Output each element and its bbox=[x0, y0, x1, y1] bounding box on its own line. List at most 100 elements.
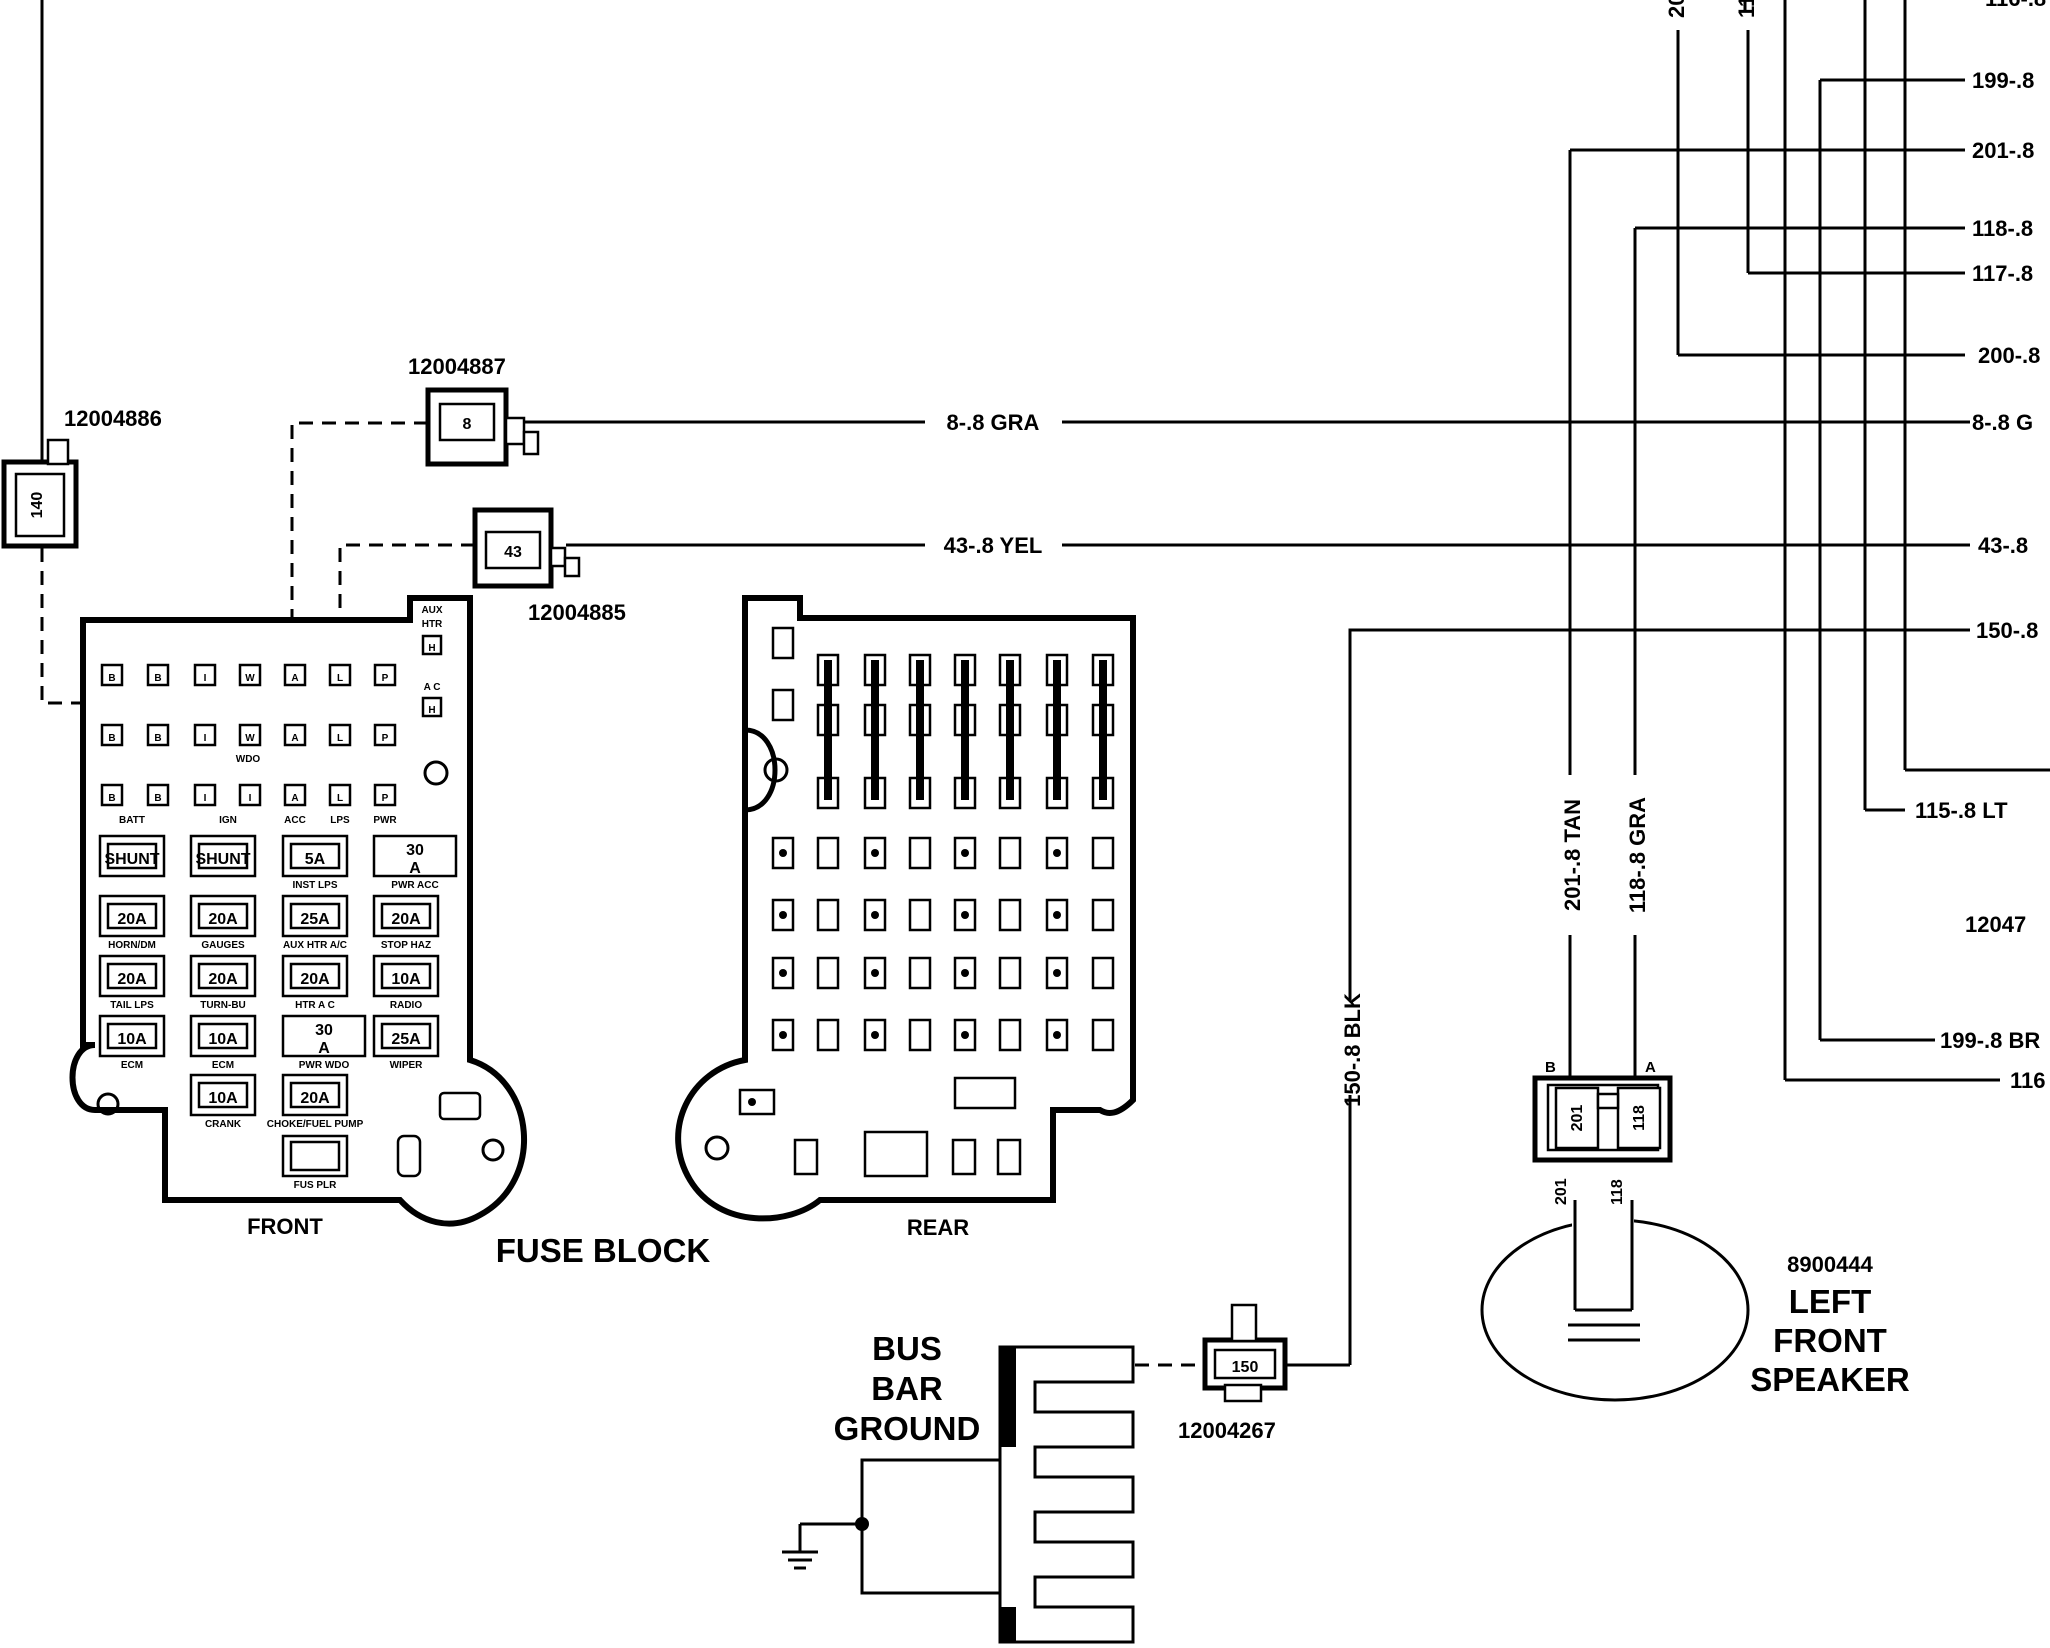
wire-150-horizontal bbox=[1348, 628, 1970, 1365]
connector-12004886: 140 12004886 bbox=[1, 0, 162, 705]
right-label-115: 115-.8 LT bbox=[1915, 798, 2008, 823]
front-label: FRONT bbox=[247, 1214, 323, 1239]
rear-fuse-cell bbox=[863, 836, 887, 870]
rear-fuse-cell bbox=[908, 1018, 932, 1052]
fuse-value: SHUNT bbox=[104, 851, 159, 868]
fuse-block-rear: REAR bbox=[675, 595, 1136, 1240]
fuse-value: 20A bbox=[300, 1090, 330, 1107]
speaker-lead-201: 201 bbox=[1553, 1178, 1570, 1205]
socket-row2-1: B bbox=[146, 723, 170, 747]
socket-letter: W bbox=[245, 733, 255, 744]
speaker-pin-letter-a: A bbox=[1645, 1059, 1656, 1076]
right-label-200: 200-.8 bbox=[1978, 343, 2040, 368]
rear-fuse-cell bbox=[1045, 956, 1069, 990]
socket-letter: P bbox=[382, 793, 389, 804]
socket-row2-6: P bbox=[373, 723, 397, 747]
socket-row1-1: B bbox=[146, 663, 170, 687]
right-side-wiring: 199-.8 201-.8 118-.8 117-.8 200-.8 8-.8 … bbox=[1570, 0, 2050, 1093]
fuse-value: 20A bbox=[117, 971, 147, 988]
fuse-0: SHUNT bbox=[98, 834, 166, 878]
fuse-label: HORN/DM bbox=[108, 940, 156, 951]
socket-letter: P bbox=[382, 733, 389, 744]
connector-pin-43: 43 bbox=[504, 544, 522, 561]
speaker-label-left: LEFT bbox=[1789, 1283, 1871, 1320]
rear-fuse-cell bbox=[998, 836, 1022, 870]
connector-pin-140: 140 bbox=[29, 492, 46, 519]
connector-part-12004887: 12004887 bbox=[408, 354, 506, 379]
fuse-value: 10A bbox=[208, 1031, 238, 1048]
aux-htr-label-1: AUX bbox=[421, 605, 442, 616]
h-socket-2: H bbox=[428, 705, 435, 716]
socket-row2-2: I bbox=[193, 723, 217, 747]
fuse-value: 20A bbox=[208, 971, 238, 988]
rear-fuse-cell bbox=[771, 898, 795, 932]
socket-letter: A bbox=[291, 793, 298, 804]
socket-row2-4: A bbox=[283, 723, 307, 747]
speaker-pin-118: 118 bbox=[1631, 1105, 1648, 1131]
fuse-value: 20A bbox=[391, 911, 421, 928]
right-label-116: 116 bbox=[2010, 1068, 2046, 1093]
socket-row3-6: P bbox=[373, 783, 397, 807]
rear-fuse-cell bbox=[863, 1018, 887, 1052]
right-label-201: 201-.8 bbox=[1972, 138, 2034, 163]
rear-fuse-cell bbox=[908, 898, 932, 932]
fuse-4: 20A HORN/DM bbox=[98, 894, 166, 951]
right-label-12047: 12047 bbox=[1965, 912, 2026, 937]
rear-label: REAR bbox=[907, 1215, 969, 1240]
fuse-label: CRANK bbox=[205, 1119, 242, 1130]
bus-bar-label-ground: GROUND bbox=[834, 1410, 981, 1447]
rear-fuse-cell bbox=[953, 1018, 977, 1052]
speaker-pin-201: 201 bbox=[1569, 1105, 1586, 1132]
rear-fuse-cell bbox=[863, 898, 887, 932]
fuse-value: 20A bbox=[117, 911, 147, 928]
wire-label-201-tan: 201-.8 TAN bbox=[1560, 799, 1585, 911]
fuse-1: SHUNT bbox=[189, 834, 257, 878]
socket-letter: I bbox=[204, 673, 207, 684]
fuse-block-title: FUSE BLOCK bbox=[496, 1232, 711, 1269]
wire-43-yel: 43-.8 YEL bbox=[566, 533, 1970, 558]
socket-row2-0: B bbox=[100, 723, 124, 747]
speaker-label-front: FRONT bbox=[1773, 1322, 1887, 1359]
fuse-value: 10A bbox=[208, 1090, 238, 1107]
fuse-value-2: A bbox=[318, 1040, 330, 1057]
rear-fuse-cell bbox=[1091, 836, 1115, 870]
socket-row3-0: B bbox=[100, 783, 124, 807]
connector-part-12004267: 12004267 bbox=[1178, 1418, 1276, 1443]
socket-row2-3: W bbox=[238, 723, 262, 747]
socket-letter: W bbox=[245, 673, 255, 684]
fuse-16: 10A CRANK bbox=[189, 1073, 257, 1130]
socket-row1-3: W bbox=[238, 663, 262, 687]
fuse-label: INST LPS bbox=[292, 880, 337, 891]
socket-label-lps: LPS bbox=[330, 815, 350, 826]
rear-fuse-cell bbox=[816, 898, 840, 932]
fuse-18: FUS PLR bbox=[281, 1134, 349, 1191]
speaker-pin-letter-b: B bbox=[1545, 1059, 1556, 1076]
right-label-199-br: 199-.8 BR bbox=[1940, 1028, 2040, 1053]
socket-label-ign: IGN bbox=[219, 815, 237, 826]
right-label-117: 117-.8 bbox=[1972, 261, 2033, 286]
rear-fuse-cell bbox=[1045, 836, 1069, 870]
socket-row1-4: A bbox=[283, 663, 307, 687]
fuse-label: ECM bbox=[212, 1060, 234, 1071]
right-label-118: 118-.8 bbox=[1972, 216, 2033, 241]
wire-label-118-gra: 118-.8 GRA bbox=[1625, 797, 1650, 913]
connector-12004887: 8 12004887 bbox=[290, 354, 540, 675]
rear-fuse-cell bbox=[816, 956, 840, 990]
socket-row1-0: B bbox=[100, 663, 124, 687]
connector-part-12004886: 12004886 bbox=[64, 406, 162, 431]
socket-letter: L bbox=[337, 793, 343, 804]
fuse-label: ECM bbox=[121, 1060, 143, 1071]
fuse-value: 25A bbox=[391, 1031, 421, 1048]
rear-fuse-cell bbox=[771, 836, 795, 870]
fuse-label: HTR A C bbox=[295, 1000, 335, 1011]
fuse-label: TURN-BU bbox=[200, 1000, 246, 1011]
rear-fuse-cell bbox=[953, 836, 977, 870]
socket-letter: B bbox=[108, 793, 115, 804]
wire-8-gra: 8-.8 GRA bbox=[524, 410, 1970, 435]
rear-fuse-cell bbox=[816, 836, 840, 870]
socket-row3-1: B bbox=[146, 783, 170, 807]
fuse-label: RADIO bbox=[390, 1000, 422, 1011]
